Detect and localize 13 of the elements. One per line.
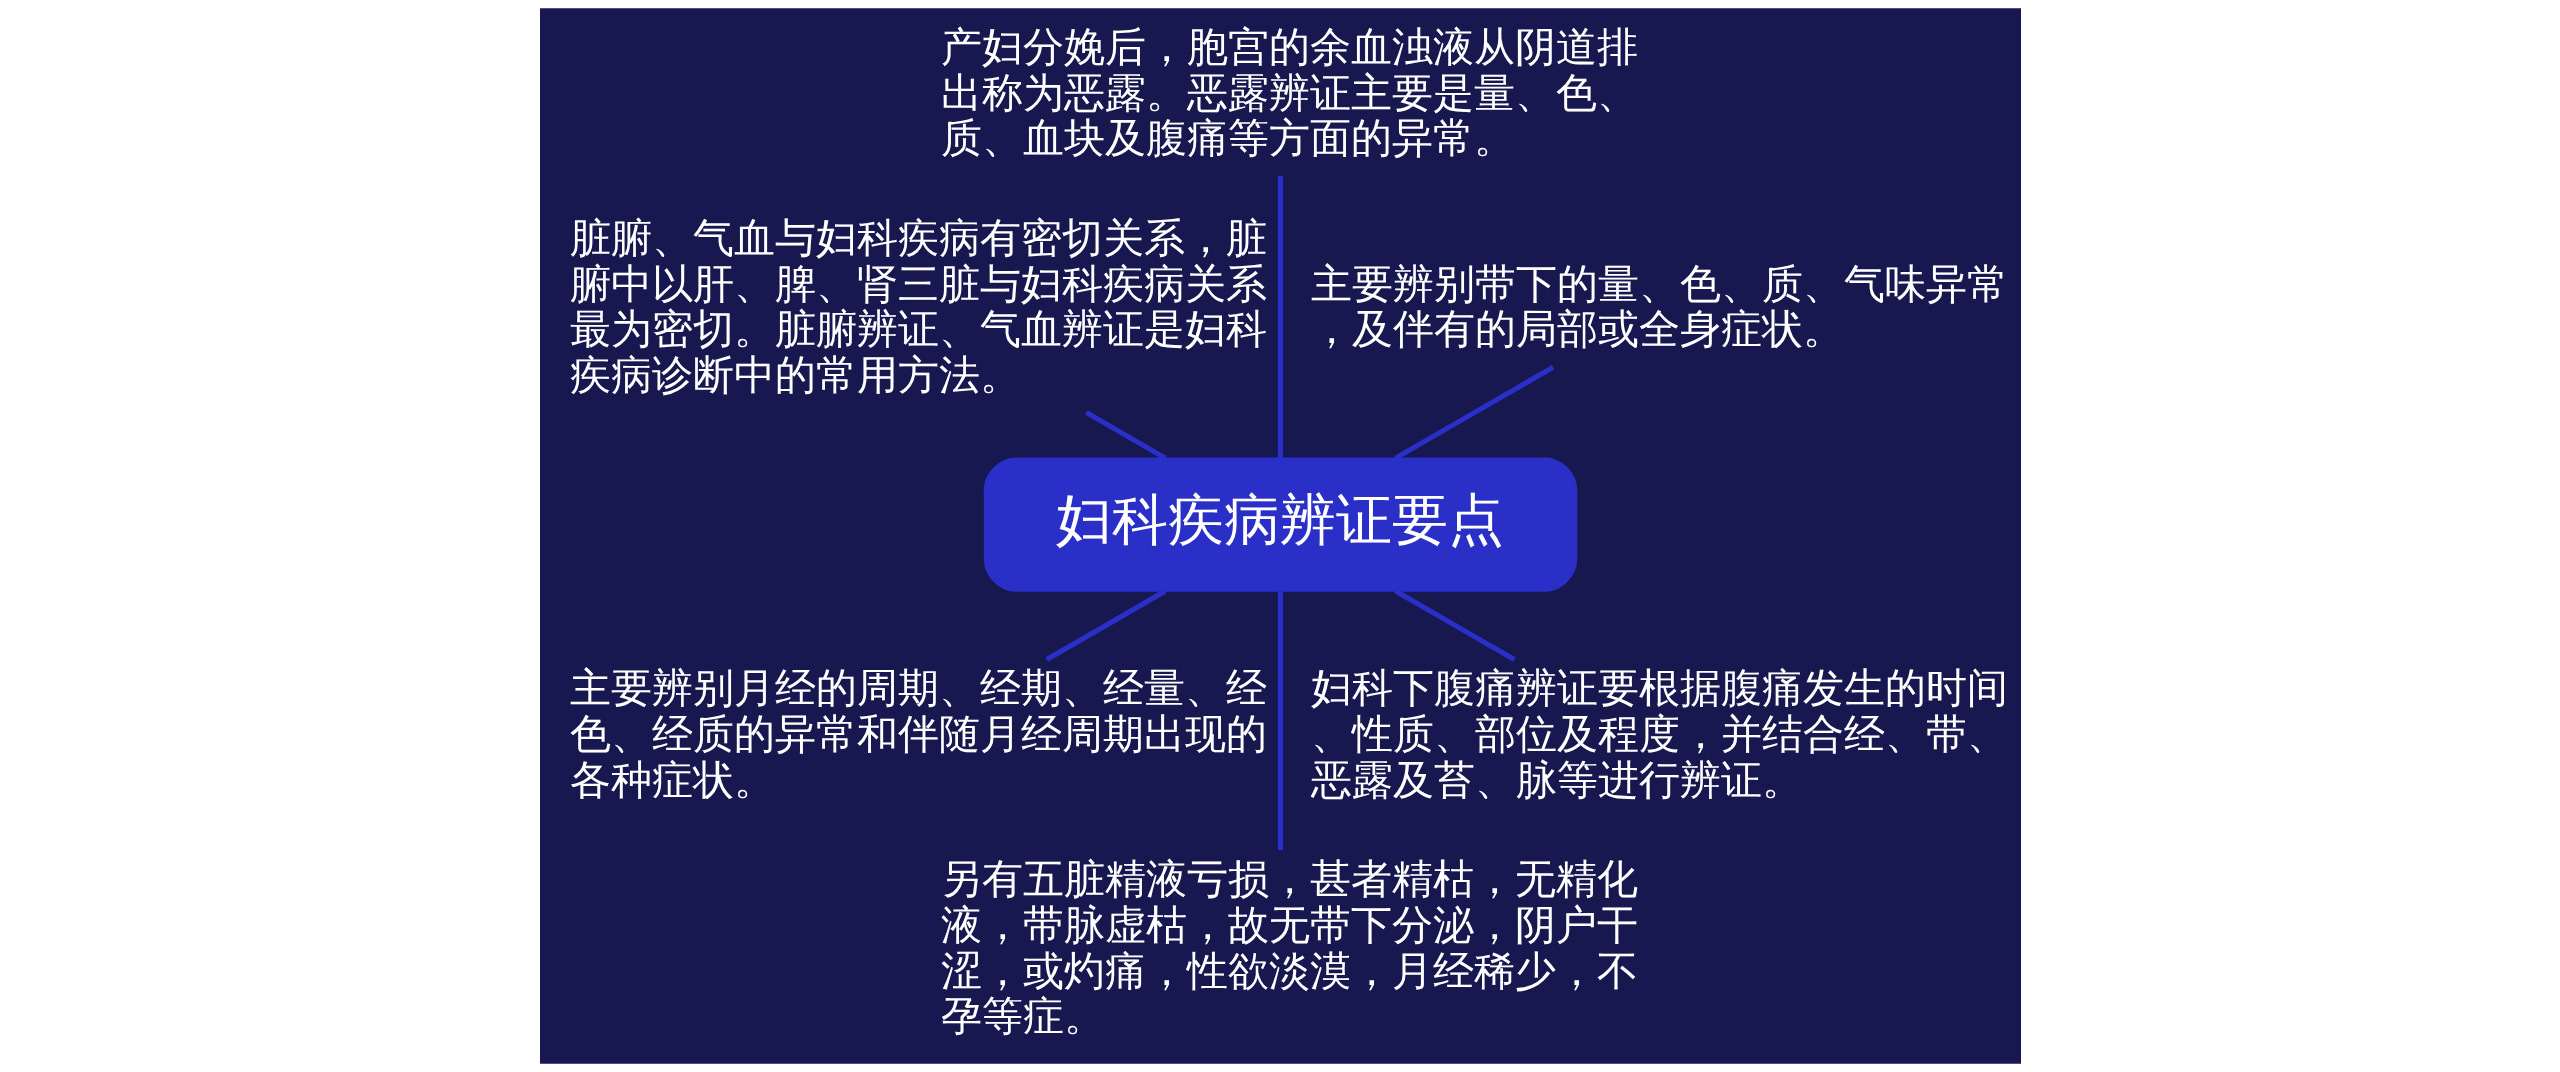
node-text: 产妇分娩后，胞宫的余血浊液从阴道排出称为恶露。恶露辨证主要是量、色、质、血块及腹痛等方面的异常。: [940, 23, 1638, 163]
connector: [1044, 588, 1167, 662]
connector: [1393, 588, 1516, 662]
connector: [1084, 410, 1167, 461]
connector: [1393, 364, 1554, 461]
node-box: 妇科疾病辨证要点: [983, 457, 1577, 592]
node-text: 脏腑、气血与妇科疾病有密切关系，脏腑中以肝、脾、肾三脏与妇科疾病关系最为密切。脏腑辨证、气血辨证是妇科疾病诊断中的常用方法。: [569, 213, 1267, 399]
node-text: 另有五脏精液亏损，甚者精枯，无精化液，带脉虚枯，故无带下分泌，阴户干涩，或灼痛，性欲淡漠，月经稀少，不孕等症。: [940, 855, 1638, 1041]
node-text: 主要辨别带下的量、色、质、气味异常，及伴有的局部或全身症状。: [1310, 259, 2008, 354]
connector: [1277, 591, 1283, 851]
node-text: 妇科下腹痛辨证要根据腹痛发生的时间、性质、部位及程度，并结合经、带、恶露及苔、脉等进行辨证。: [1310, 664, 2008, 804]
connector: [1277, 175, 1283, 458]
node-text: 主要辨别月经的周期、经期、经量、经色、经质的异常和伴随月经周期出现的各种症状。: [569, 664, 1267, 804]
